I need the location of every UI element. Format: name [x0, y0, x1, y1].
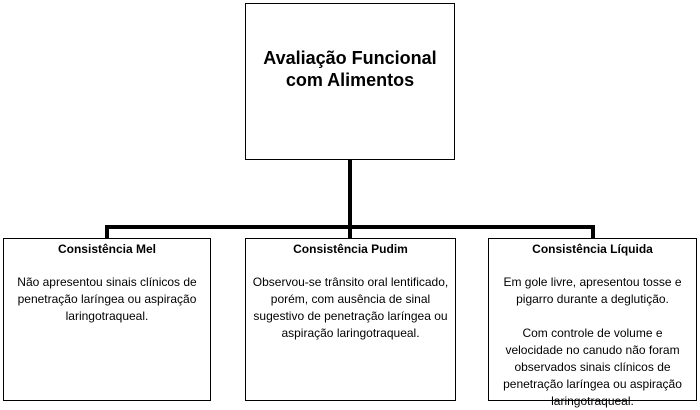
node-paragraph: Em gole livre, apresentou tosse e pigarr… — [503, 275, 682, 306]
node-consistencia-liquida: Consistência Líquida Em gole livre, apre… — [488, 238, 697, 408]
node-text: Em gole livre, apresentou tosse e pigarr… — [493, 274, 692, 410]
root-title: Avaliação Funcional com Alimentos — [263, 47, 437, 90]
node-paragraph: Com controle de volume e velocidade no c… — [503, 326, 682, 408]
node-consistencia-mel: Consistência Mel Não apresentou sinais c… — [3, 238, 211, 401]
node-title: Consistência Líquida — [532, 242, 653, 256]
node-paragraph: Não apresentou sinais clínicos de penetr… — [17, 275, 197, 323]
node-consistencia-pudim: Consistência Pudim Observou-se trânsito … — [245, 238, 456, 401]
node-title: Consistência Pudim — [293, 242, 408, 256]
root-node: Avaliação Funcional com Alimentos — [245, 3, 455, 160]
node-title: Consistência Mel — [57, 242, 157, 256]
node-text: Observou-se trânsito oral lentificado, p… — [250, 274, 451, 342]
node-text: Não apresentou sinais clínicos de penetr… — [8, 274, 206, 325]
node-paragraph: Observou-se trânsito oral lentificado, p… — [252, 275, 449, 340]
